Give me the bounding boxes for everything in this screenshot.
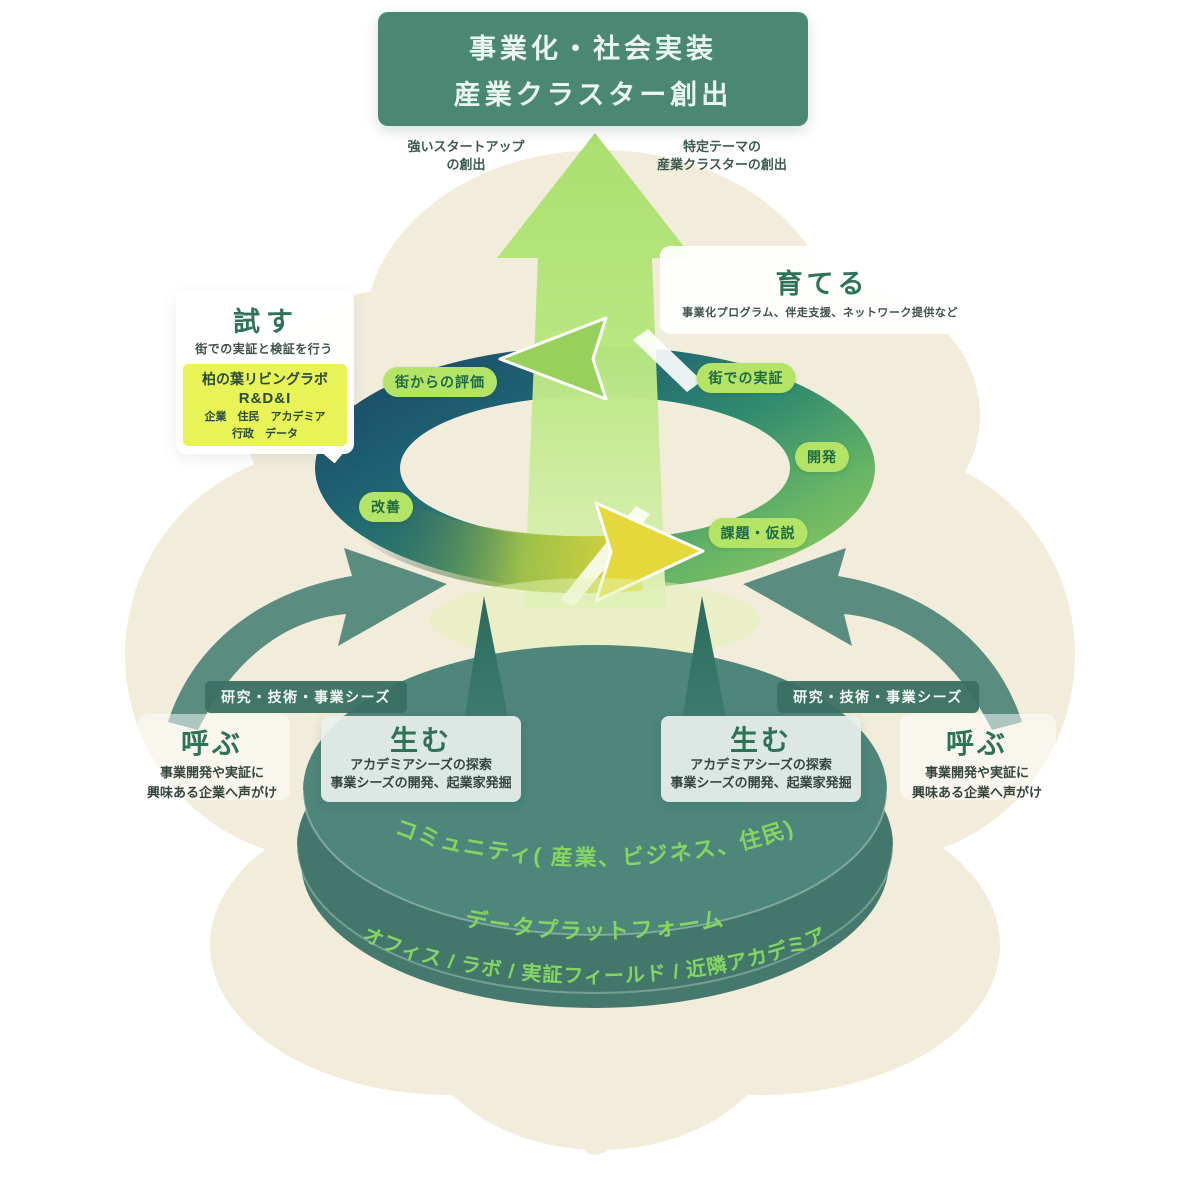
yobu-left-bg — [138, 714, 290, 800]
pill-hypothesis: 課題・仮説 — [708, 518, 808, 548]
pill-improvement: 改善 — [359, 492, 413, 522]
pill-demonstration: 街での実証 — [696, 363, 796, 393]
swoosh-arrow-right-icon — [743, 548, 1022, 730]
sodateru-desc: 事業化プログラム、伴走支援、ネットワーク提供など — [682, 307, 958, 319]
umu-left: 生む アカデミアシーズの探索 事業シーズの開発、起業家発掘 — [321, 716, 521, 802]
sodateru-card — [660, 246, 992, 334]
lab-rdi: R&D&I — [238, 390, 292, 407]
umu-right: 生む アカデミアシーズの探索 事業シーズの開発、起業家発掘 — [661, 716, 861, 802]
tamesu-desc: 街での実証と検証を行う — [195, 342, 333, 356]
yobu-right: 呼ぶ 事業開発や実証に 興味ある企業へ声がけ — [912, 722, 1042, 802]
pill-evaluation: 街からの評価 — [383, 367, 497, 397]
yobu-right-title: 呼ぶ — [945, 728, 1009, 759]
umu-right-line2: 事業シーズの開発、起業家発掘 — [670, 775, 852, 790]
umu-right-line1: アカデミアシーズの探索 — [690, 757, 832, 772]
caption-startup: 強いスタートアップ の創出 — [407, 139, 525, 172]
goal-line2: 産業クラスター創出 — [453, 79, 733, 110]
yobu-left-title: 呼ぶ — [180, 728, 244, 759]
tamesu-title: 試す — [233, 307, 299, 337]
umu-left-line2: 事業シーズの開発、起業家発掘 — [330, 775, 512, 790]
yobu-left: 呼ぶ 事業開発や実証に 興味ある企業へ声がけ — [147, 722, 277, 802]
caption-cluster: 特定テーマの 産業クラスターの創出 — [657, 139, 787, 172]
goal-banner: 事業化・社会実装 産業クラスター創出 — [378, 12, 808, 126]
umu-left-line1: アカデミアシーズの探索 — [350, 757, 492, 772]
ring-gap-top — [633, 329, 702, 392]
lab-members-2: 行政 データ — [232, 428, 298, 440]
yobu-left-line2: 興味ある企業へ声がけ — [146, 785, 278, 800]
lab-members-1: 企業 住民 アカデミア — [204, 411, 326, 423]
sodateru-title: 育てる — [775, 269, 869, 299]
umu-left-title: 生む — [389, 725, 452, 756]
living-lab-box: 柏の葉リビングラボ R&D&I 企業 住民 アカデミア 行政 データ — [183, 364, 347, 446]
yobu-right-line1: 事業開発や実証に — [924, 765, 1030, 780]
yobu-right-bg — [900, 714, 1056, 800]
goal-line1: 事業化・社会実装 — [469, 33, 717, 64]
yobu-right-line2: 興味ある企業へ声がけ — [911, 785, 1043, 800]
seeds-pill-right: 研究・技術・事業シーズ — [777, 681, 979, 713]
yobu-left-line1: 事業開発や実証に — [159, 765, 265, 780]
lab-name: 柏の葉リビングラボ — [202, 371, 328, 387]
ring-arrow-left-icon — [498, 316, 608, 401]
swoosh-arrow-left-icon — [168, 548, 447, 730]
seeds-pill-left: 研究・技術・事業シーズ — [205, 681, 407, 713]
ring-glow — [430, 578, 760, 662]
pill-development: 開発 — [795, 442, 849, 472]
umu-right-title: 生む — [729, 725, 792, 756]
